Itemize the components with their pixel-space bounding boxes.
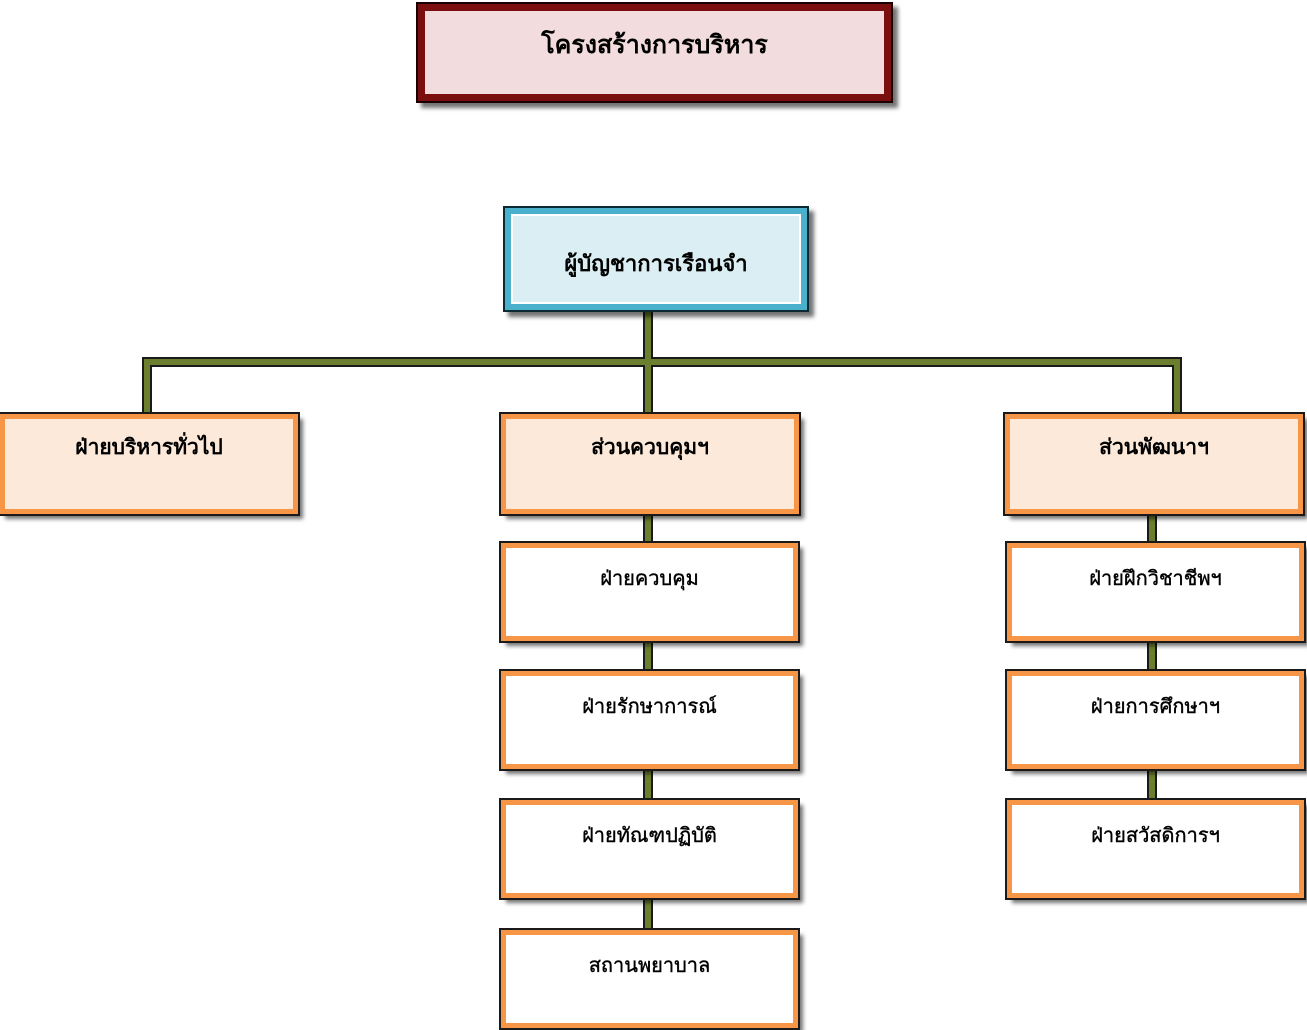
unit-infirmary-box: สถานพยาบาล: [499, 928, 800, 1030]
section-development-label: ส่วนพัฒนาฯ: [1099, 435, 1209, 459]
unit-correction-box: ฝ่ายทัณฑปฏิบัติ: [499, 798, 800, 900]
unit-vocational-box: ฝ่ายฝึกวิชาชีพฯ: [1005, 541, 1306, 643]
unit-vocational-label: ฝ่ายฝึกวิชาชีพฯ: [1089, 566, 1222, 590]
unit-correction-label: ฝ่ายทัณฑปฏิบัติ: [582, 823, 717, 847]
section-development-box: ส่วนพัฒนาฯ: [1003, 412, 1305, 516]
section-general-admin-box: ฝ่ายบริหารทั่วไป: [0, 412, 300, 516]
unit-guard-box: ฝ่ายรักษาการณ์: [499, 669, 800, 771]
unit-infirmary-label: สถานพยาบาล: [588, 953, 711, 977]
chart-title: โครงสร้างการบริหาร: [541, 30, 768, 59]
unit-education-label: ฝ่ายการศึกษาฯ: [1090, 694, 1221, 718]
section-control-box: ส่วนควบคุมฯ: [499, 412, 801, 516]
unit-guard-label: ฝ่ายรักษาการณ์: [582, 694, 717, 718]
section-control-label: ส่วนควบคุมฯ: [591, 435, 709, 459]
unit-control-label: ฝ่ายควบคุม: [600, 566, 699, 590]
unit-welfare-label: ฝ่ายสวัสดิการฯ: [1091, 823, 1220, 847]
chart-title-box: โครงสร้างการบริหาร: [416, 2, 893, 103]
unit-control-box: ฝ่ายควบคุม: [499, 541, 800, 643]
section-general-admin-label: ฝ่ายบริหารทั่วไป: [75, 435, 223, 459]
director-box: ผู้บัญชาการเรือนจำ: [503, 206, 809, 312]
director-label: ผู้บัญชาการเรือนจำ: [564, 252, 748, 277]
unit-welfare-box: ฝ่ายสวัสดิการฯ: [1005, 798, 1306, 900]
unit-education-box: ฝ่ายการศึกษาฯ: [1005, 669, 1306, 771]
